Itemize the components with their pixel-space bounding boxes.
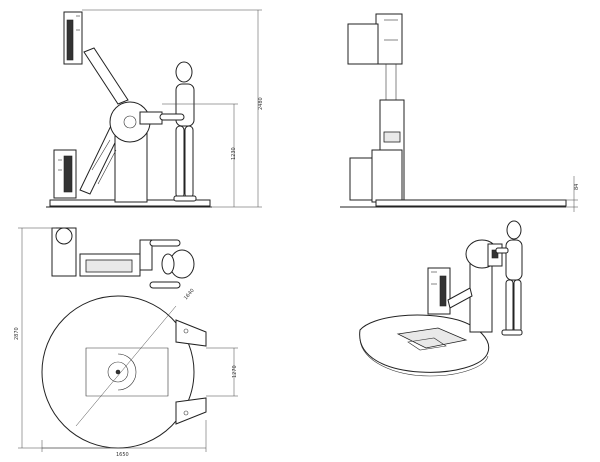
turntable-front <box>375 199 567 207</box>
turntable-hub <box>107 361 129 383</box>
dim-slot-width: 1270 <box>232 365 238 378</box>
operator-plan <box>149 239 195 289</box>
film-roll-top <box>66 19 74 61</box>
iso-operator-figure <box>495 220 523 336</box>
mast-arm-upper <box>83 47 129 105</box>
side-elevation-view: 2480 1230 <box>46 9 264 208</box>
iso-column <box>469 261 493 333</box>
fork-slot <box>85 347 169 397</box>
dim-base-width: 1650 <box>116 452 129 458</box>
iso-film-carriage <box>427 267 451 315</box>
fork-end-bottom <box>175 397 207 425</box>
film-roll-front <box>347 23 379 65</box>
base-cabinet-front <box>349 157 373 201</box>
plan-view: 2870 1650 1640 1270 <box>14 227 238 458</box>
operator-figure <box>159 61 197 202</box>
dim-table-height: 1230 <box>231 147 237 160</box>
iso-fork-slot <box>396 327 468 349</box>
dim-turntable-diameter: 1640 <box>183 288 196 302</box>
film-carriage-front <box>375 13 403 65</box>
control-console <box>139 111 163 125</box>
console-plan <box>139 239 153 271</box>
control-panel-display <box>63 155 73 193</box>
dim-overall-height: 2480 <box>258 97 264 110</box>
front-elevation-view: 84 <box>340 13 580 212</box>
isometric-view <box>359 220 523 377</box>
dim-total-depth: 2870 <box>14 327 20 340</box>
fork-end-top <box>175 319 207 347</box>
dim-platform-height: 84 <box>574 184 580 190</box>
